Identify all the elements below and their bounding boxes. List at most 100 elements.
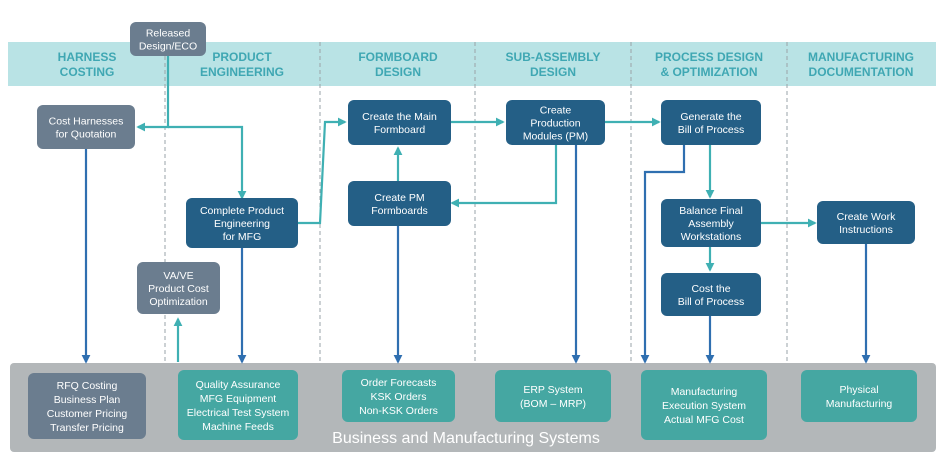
node-rfq-line-4: Transfer Pricing xyxy=(50,422,124,434)
node-orders-line-3: Non-KSK Orders xyxy=(359,405,438,417)
node-released-line-2: Design/ECO xyxy=(139,41,197,53)
node-balance-final-box xyxy=(661,199,761,247)
node-create-production-modules-line-1: Create xyxy=(540,105,572,117)
node-complete-product-box xyxy=(186,198,298,248)
node-complete-product-line-1: Complete Product xyxy=(200,205,284,217)
lane-title-sub-assembly-design-line1: SUB-ASSEMBLY xyxy=(506,50,601,64)
node-orders-line-1: Order Forecasts xyxy=(361,377,437,389)
edges xyxy=(81,56,871,364)
node-create-production-modules-box xyxy=(506,100,605,145)
edge-complete-product-to-main-formboard xyxy=(298,117,347,225)
node-erp: ERP System (BOM – MRP) xyxy=(495,370,611,422)
node-vave-line-3: Optimization xyxy=(149,296,208,308)
lane-title-harness-costing-line2: COSTING xyxy=(60,65,115,79)
node-balance-final-line-3: Workstations xyxy=(681,231,742,243)
node-orders-line-2: KSK Orders xyxy=(370,391,426,403)
node-rfq-line-3: Customer Pricing xyxy=(47,408,128,420)
node-physical-line-2: Manufacturing xyxy=(826,398,893,410)
lane-title-harness-costing-line1: HARNESS xyxy=(58,50,117,64)
node-orders-box xyxy=(342,370,455,422)
node-rfq-line-1: RFQ Costing xyxy=(57,380,118,392)
node-create-work-instructions-line-2: Instructions xyxy=(839,224,893,236)
node-vave-line-1: VA/VE xyxy=(163,270,193,282)
lane-title-formboard-design-line1: FORMBOARD xyxy=(358,50,438,64)
node-create-production-modules-line-2: Production xyxy=(530,118,580,130)
node-vave-line-2: Product Cost xyxy=(148,283,209,295)
node-create-main-formboard-line-2: Formboard xyxy=(374,124,426,136)
node-create-production-modules-line-3: Modules (PM) xyxy=(523,131,588,143)
lane-title-process-design-line2: & OPTIMIZATION xyxy=(660,65,757,79)
node-physical-box xyxy=(801,370,917,422)
node-quality-line-2: MFG Equipment xyxy=(200,393,277,405)
node-create-main-formboard-line-1: Create the Main xyxy=(362,111,437,123)
node-create-pm-formboards-line-2: Formboards xyxy=(371,205,428,217)
node-quality-line-4: Machine Feeds xyxy=(202,421,274,433)
node-balance-final-line-2: Assembly xyxy=(688,218,734,230)
node-cost-bop-box xyxy=(661,273,761,316)
node-physical-line-1: Physical xyxy=(839,384,878,396)
node-generate-bop-line-2: Bill of Process xyxy=(678,124,745,136)
node-cost-harnesses-line-2: for Quotation xyxy=(56,129,117,141)
node-create-main-formboard-box xyxy=(348,100,451,145)
node-released-line-1: Released xyxy=(146,28,191,40)
lane-title-process-design-line1: PROCESS DESIGN xyxy=(655,50,763,64)
node-erp-line-2: (BOM – MRP) xyxy=(520,398,586,410)
lane-title-sub-assembly-design-line2: DESIGN xyxy=(530,65,576,79)
node-quality-line-1: Quality Assurance xyxy=(196,379,281,391)
node-erp-box xyxy=(495,370,611,422)
node-cost-bop-line-2: Bill of Process xyxy=(678,296,745,308)
node-create-work-instructions-box xyxy=(817,201,915,244)
edge-generate-bop-to-mes xyxy=(640,145,686,364)
node-rfq-box xyxy=(28,373,146,439)
node-cost-harnesses-box xyxy=(37,105,135,149)
node-quality-box xyxy=(178,370,298,440)
edge-production-modules-to-pm-formboards xyxy=(450,145,558,208)
node-released-box xyxy=(130,22,206,56)
node-mes-line-2: Execution System xyxy=(662,400,746,412)
node-rfq-line-2: Business Plan xyxy=(54,394,121,406)
node-create-work-instructions-line-1: Create Work xyxy=(837,211,896,223)
node-create-pm-formboards-line-1: Create PM xyxy=(374,192,424,204)
node-cost-bop-line-1: Cost the xyxy=(691,283,730,295)
lane-title-formboard-design-line2: DESIGN xyxy=(375,65,421,79)
lane-title-product-engineering-line2: ENGINEERING xyxy=(200,65,284,79)
systems-band-title: Business and Manufacturing Systems xyxy=(332,430,600,447)
node-quality-line-3: Electrical Test System xyxy=(187,407,290,419)
node-mes-line-3: Actual MFG Cost xyxy=(664,414,744,426)
node-cost-harnesses-line-1: Cost Harnesses xyxy=(49,116,124,128)
edge-released-to-complete-product xyxy=(168,125,247,200)
node-generate-bop-line-1: Generate the xyxy=(680,111,741,123)
node-vave-box xyxy=(137,262,220,314)
node-create-pm-formboards-box xyxy=(348,181,451,226)
node-mes-box xyxy=(641,370,767,440)
node-complete-product-line-2: Engineering xyxy=(214,218,270,230)
lane-titles: HARNESS COSTING PRODUCT ENGINEERING FORM… xyxy=(58,50,914,79)
node-balance-final-line-1: Balance Final xyxy=(679,205,743,217)
lane-title-manufacturing-documentation-line1: MANUFACTURING xyxy=(808,50,914,64)
node-complete-product-line-3: for MFG xyxy=(223,231,262,243)
node-mes-line-1: Manufacturing xyxy=(671,386,738,398)
node-generate-bop-box xyxy=(661,100,761,145)
node-erp-line-1: ERP System xyxy=(523,384,583,396)
lane-title-product-engineering-line1: PRODUCT xyxy=(212,50,272,64)
lane-title-manufacturing-documentation-line2: DOCUMENTATION xyxy=(809,65,914,79)
